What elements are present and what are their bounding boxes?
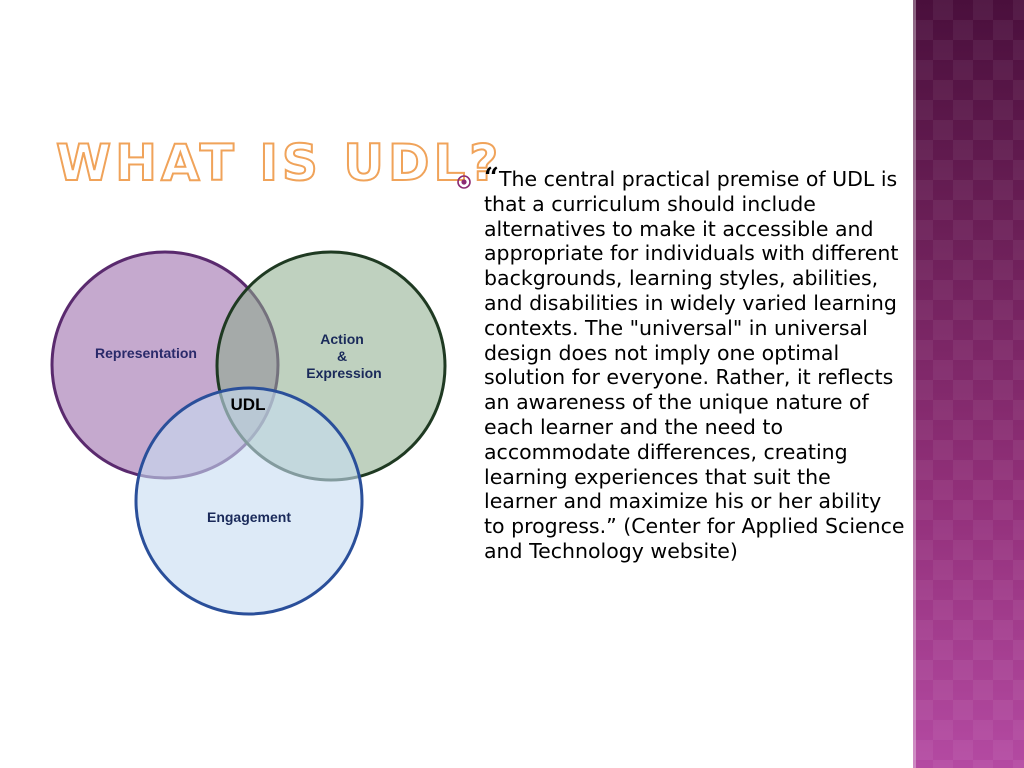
venn-label-action-expression: Action & Expression	[306, 331, 381, 381]
venn-label-ampersand: &	[337, 348, 347, 364]
page-title: What is UDL?	[55, 133, 503, 192]
venn-circle-engagement	[134, 386, 364, 616]
venn-label-udl: UDL	[231, 395, 266, 414]
venn-label-engagement: Engagement	[207, 509, 291, 525]
decorative-sidebar	[913, 0, 1024, 768]
open-quote-mark: “	[484, 163, 499, 193]
quote-block: “The central practical premise of UDL is…	[456, 163, 906, 564]
venn-label-expression: Expression	[306, 365, 381, 381]
udl-venn-diagram: Representation Action & Expression Engag…	[50, 250, 447, 616]
quote-text: “The central practical premise of UDL is…	[484, 163, 906, 564]
quote-body: The central practical premise of UDL is …	[484, 167, 905, 563]
venn-label-representation: Representation	[95, 345, 197, 361]
circle-bullet-icon	[457, 175, 471, 189]
venn-label-action: Action	[320, 331, 364, 347]
